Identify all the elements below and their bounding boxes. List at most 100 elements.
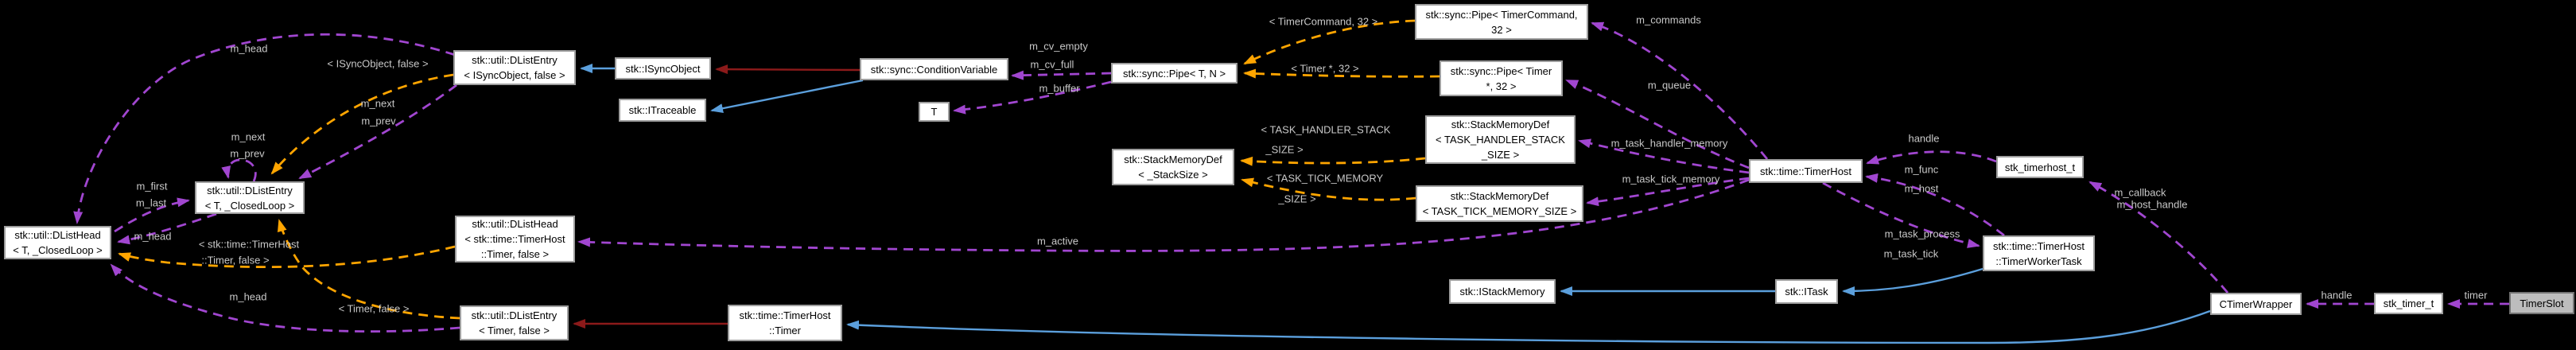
node-label: stk::util::DListEntry: [472, 54, 558, 66]
node-dlistentry-timer[interactable]: stk::util::DListEntry< Timer, false >: [460, 305, 569, 340]
edge-mhead-isyncentry-to-dlisthead: [73, 33, 456, 224]
edge-label: m_head: [230, 42, 268, 55]
edge-mbuffer-pipe-to-t: [953, 80, 1112, 115]
node-label: < TASK_TICK_MEMORY_SIZE >: [1422, 205, 1577, 217]
node-label: < T, _ClosedLoop >: [13, 244, 103, 256]
node-stackmemorydef-tick[interactable]: stk::StackMemoryDef< TASK_TICK_MEMORY_SI…: [1416, 185, 1583, 222]
edge-label: m_first: [136, 180, 168, 192]
edge-mcallback-ctimer-to-timerhostt: [2088, 181, 2229, 294]
node-stk-timerhost-t[interactable]: stk_timerhost_t: [1996, 156, 2084, 178]
edge-label: handle: [2321, 289, 2353, 301]
edge-tmpl-smd-handler: [1240, 156, 1426, 166]
node-dlistentry-t[interactable]: stk::util::DListEntry< T, _ClosedLoop >: [195, 181, 305, 214]
edge-mtaskhandlermem-timerhost: [1578, 138, 1750, 174]
node-stackmemorydef[interactable]: stk::StackMemoryDef< _StackSize >: [1112, 149, 1234, 185]
node-stk-timer-t[interactable]: stk_timer_t: [2374, 293, 2443, 314]
node-t[interactable]: T: [919, 102, 950, 122]
node-label: stk::sync::Pipe< TimerCommand,: [1425, 8, 1578, 21]
node-pipe-t-n[interactable]: stk::sync::Pipe< T, N >: [1111, 63, 1237, 84]
edge-inh-cv-to-itraceable: [710, 79, 864, 113]
edge-inh-cv-to-isync: [715, 64, 861, 75]
edge-mtasktickmem-timerhost: [1586, 177, 1750, 207]
node-itraceable[interactable]: stk::ITraceable: [619, 99, 706, 122]
edge-label: m_commands: [1636, 14, 1701, 26]
edge-label: m_head: [229, 290, 267, 303]
node-istackmemory[interactable]: stk::IStackMemory: [1449, 279, 1556, 304]
edge-label: ::Timer, false >: [201, 254, 270, 266]
edge-label: m_cv_full: [1030, 58, 1074, 71]
node-timerslot: TimerSlot: [2509, 292, 2574, 314]
edge-inh-worker-to-itask: [1842, 267, 1983, 296]
edge-label: < TimerCommand, 32 >: [1269, 15, 1378, 28]
edge-mcv-pipe-to-cv: [1011, 70, 1112, 80]
node-conditionvariable[interactable]: stk::sync::ConditionVariable: [860, 58, 1008, 80]
edge-tmpl-smd-tick: [1241, 177, 1416, 201]
node-label: stk_timerhost_t: [2004, 161, 2076, 173]
node-label: < T, _ClosedLoop >: [204, 199, 295, 212]
edge-label: m_next: [360, 97, 395, 110]
node-timerhost-timer[interactable]: stk::time::TimerHost::Timer: [728, 305, 842, 341]
edge-label: m_task_tick: [1883, 247, 1939, 260]
node-label: *, 32 >: [1486, 80, 1517, 92]
edge-label: m_func: [1904, 163, 1939, 176]
node-itask[interactable]: stk::ITask: [1775, 279, 1838, 304]
node-dlistentry-isyncobject[interactable]: stk::util::DListEntry< ISyncObject, fals…: [453, 50, 576, 85]
edge-label: < TASK_HANDLER_STACK: [1261, 123, 1391, 136]
node-label: < Timer, false >: [479, 325, 550, 336]
edge-mnextprev-selfloop-entry: [221, 158, 257, 182]
node-label: stk::StackMemoryDef: [1124, 154, 1222, 165]
node-label: stk::util::DListHead: [472, 218, 558, 230]
node-label: stk::sync::Pipe< T, N >: [1122, 67, 1226, 80]
node-label: ::Timer: [769, 325, 801, 336]
edge-label: m_task_tick_memory: [1622, 173, 1720, 185]
edge-mnextprev-isyncentry-to-entry: [298, 84, 457, 180]
edge-label: m_task_handler_memory: [1610, 137, 1728, 150]
edge-label: m_prev: [361, 115, 396, 127]
edge-label: m_next: [231, 130, 266, 143]
edge-mcommands-timerhost-to-pipe: [1591, 21, 1769, 160]
edge-mactive-timerhost-to-head: [577, 178, 1750, 252]
edge-label: _SIZE >: [1278, 192, 1316, 205]
node-pipe-timer-32[interactable]: stk::sync::Pipe< Timer*, 32 >: [1440, 60, 1563, 96]
node-label: ::TimerWorkerTask: [1995, 255, 2082, 267]
edge-label: m_head: [134, 230, 172, 243]
node-timerhost[interactable]: stk::time::TimerHost: [1749, 159, 1863, 183]
node-label: stk::ISyncObject: [625, 62, 701, 75]
edge-label: < Timer *, 32 >: [1291, 62, 1359, 75]
node-dlisthead-t[interactable]: stk::util::DListHead< T, _ClosedLoop >: [4, 226, 111, 259]
node-label: CTimerWrapper: [2219, 298, 2293, 310]
node-label: < stk::time::TimerHost: [464, 233, 565, 245]
node-label: TimerSlot: [2520, 297, 2564, 309]
node-label: < ISyncObject, false >: [464, 69, 565, 81]
edge-label: m_host: [1904, 182, 1939, 195]
edge-label: < Timer, false >: [338, 302, 410, 315]
edge-tmpl-dlistentry-timer: [277, 219, 460, 320]
node-timerworkertask[interactable]: stk::time::TimerHost::TimerWorkerTask: [1983, 235, 2095, 271]
node-label: stk::time::TimerHost: [739, 309, 831, 321]
edge-label: m_prev: [230, 147, 265, 160]
node-label: _SIZE >: [1481, 149, 1520, 161]
node-label: stk::ITraceable: [628, 104, 697, 116]
node-label: stk::IStackMemory: [1459, 286, 1545, 298]
edge-label: m_callback: [2114, 186, 2166, 199]
node-stackmemorydef-handler[interactable]: stk::StackMemoryDef< TASK_HANDLER_STACK_…: [1425, 115, 1576, 164]
node-label: ::Timer, false >: [480, 248, 550, 260]
node-pipe-timercommand-32[interactable]: stk::sync::Pipe< TimerCommand,32 >: [1415, 4, 1588, 40]
node-label: stk::StackMemoryDef: [1451, 119, 1550, 130]
edge-tmpl-pipe-command: [1243, 19, 1416, 65]
node-ctimerwrapper[interactable]: CTimerWrapper: [2210, 293, 2302, 315]
node-isyncobject[interactable]: stk::ISyncObject: [615, 57, 711, 80]
edge-label: m_last: [135, 196, 167, 209]
node-label: stk_timer_t: [2383, 298, 2434, 309]
edge-label: < ISyncObject, false >: [327, 57, 429, 70]
edge-label: m_host_handle: [2116, 198, 2188, 211]
node-label: 32 >: [1491, 23, 1512, 36]
edge-label: m_cv_empty: [1029, 40, 1088, 52]
node-label: stk::sync::Pipe< Timer: [1450, 64, 1552, 77]
node-dlisthead-timerhost-timer[interactable]: stk::util::DListHead< stk::time::TimerHo…: [455, 216, 575, 262]
node-label: stk::StackMemoryDef: [1450, 190, 1549, 202]
edge-label: m_queue: [1647, 79, 1692, 91]
node-label: < _StackSize >: [1138, 169, 1208, 181]
edge-handle-timerhostt-to-timerhost: [1866, 150, 1997, 165]
